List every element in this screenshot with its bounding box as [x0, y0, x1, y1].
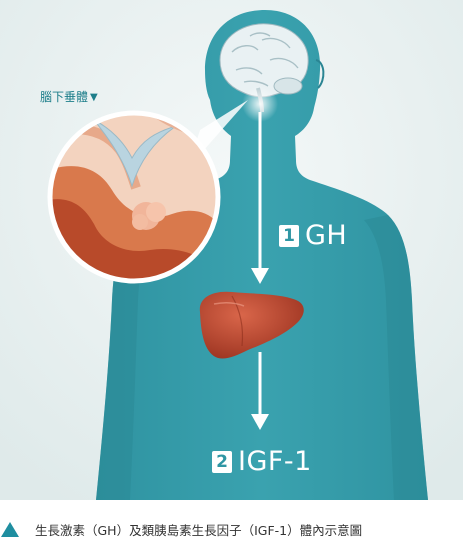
- triangle-icon: [1, 521, 19, 537]
- step-number-1: 1: [279, 224, 299, 247]
- step-number-2: 2: [212, 450, 232, 473]
- arrow-gh: [251, 112, 269, 284]
- pituitary-label: 腦下垂體▼: [40, 88, 98, 105]
- diagram-svg: [0, 0, 463, 500]
- liver-illustration: [199, 291, 304, 359]
- step-gh: 1 GH: [279, 220, 347, 251]
- brain-illustration: [219, 23, 309, 113]
- pointer-down-icon: ▼: [90, 92, 98, 103]
- step-label-igf1: IGF-1: [238, 446, 312, 477]
- caption-text: 生長激素（GH）及類胰島素生長因子（IGF-1）體內示意圖: [35, 522, 363, 538]
- pituitary-label-text: 腦下垂體: [40, 90, 89, 104]
- figure-caption: 生長激素（GH）及類胰島素生長因子（IGF-1）體內示意圖: [0, 518, 463, 540]
- pituitary-glow: [242, 86, 278, 122]
- step-igf1: 2 IGF-1: [212, 446, 312, 477]
- human-silhouette: [96, 10, 428, 500]
- arrow-igf1: [251, 352, 269, 430]
- diagram-figure: [0, 0, 463, 500]
- step-label-gh: GH: [305, 220, 348, 251]
- pituitary-zoom-circle: [47, 110, 221, 284]
